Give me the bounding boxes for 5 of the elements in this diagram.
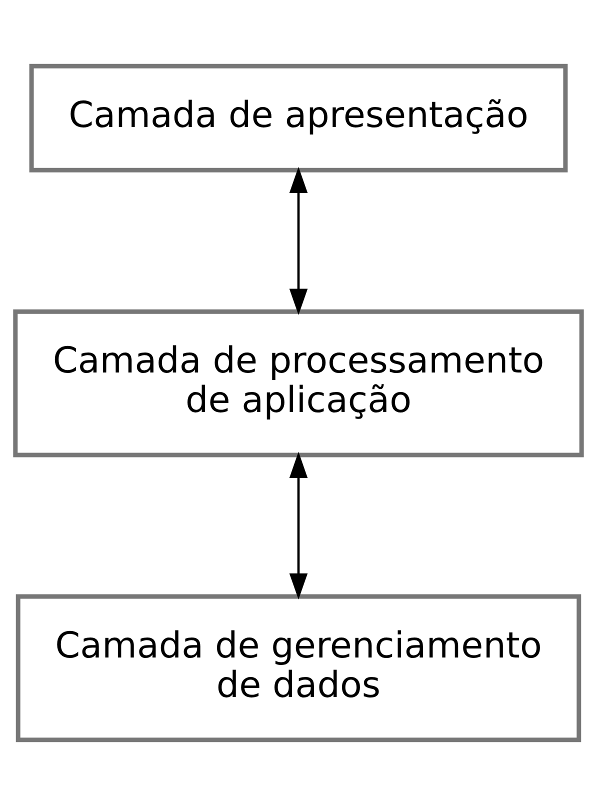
node-box: Camada de processamento de aplicação [13,308,584,457]
arrow [289,166,308,314]
arrow [289,451,308,600]
node-box: Camada de gerenciamento de dados [16,594,582,742]
node-box: Camada de apresentação [29,63,568,172]
